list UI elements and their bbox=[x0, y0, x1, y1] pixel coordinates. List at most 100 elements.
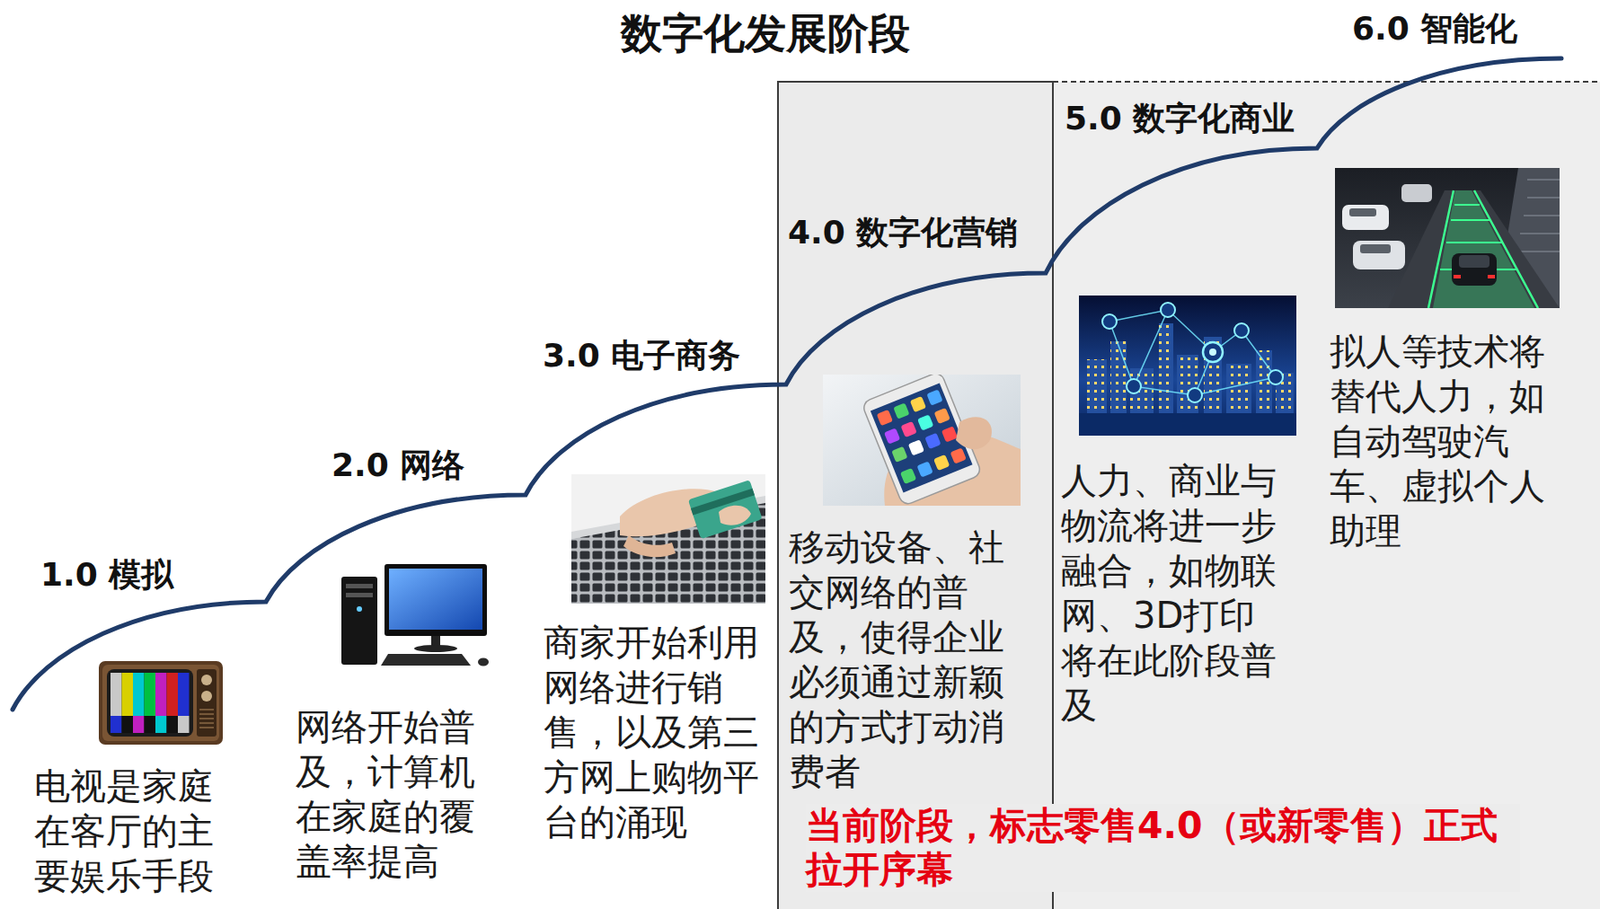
laptop-card-picture bbox=[688, 479, 763, 540]
tv-picture bbox=[110, 716, 123, 734]
smart-city-picture bbox=[1160, 302, 1176, 318]
smartphone-picture bbox=[924, 433, 941, 450]
tv-picture bbox=[155, 716, 168, 734]
stage-description: 人力、商业与物流将进一步融合，如物联网、3D打印将在此阶段普及 bbox=[1060, 458, 1282, 728]
tv-picture bbox=[155, 672, 168, 717]
computer-picture bbox=[414, 645, 458, 653]
smart-city-picture bbox=[1202, 342, 1223, 363]
stage-heading: 5.0 数字化商业 bbox=[1064, 100, 1295, 137]
smart-city-picture bbox=[1110, 341, 1127, 414]
tv-picture bbox=[144, 672, 157, 717]
smart-city-picture bbox=[1126, 379, 1141, 394]
smartphone-picture bbox=[917, 414, 934, 431]
autonomous-car-picture bbox=[1334, 167, 1560, 309]
tv-picture bbox=[98, 661, 223, 745]
smartphone-picture bbox=[955, 416, 992, 450]
autonomous-car-picture bbox=[1453, 274, 1461, 279]
computer-picture bbox=[384, 564, 487, 637]
smart-city-picture bbox=[1158, 323, 1174, 414]
tv-picture bbox=[177, 672, 190, 717]
stage-block: 5.0 数字化商业人力、商业与物流将进一步融合，如物联网、3D打印将在此阶段普及 bbox=[1060, 100, 1295, 728]
smartphone-picture bbox=[926, 388, 943, 406]
smart-city-picture bbox=[1268, 370, 1283, 385]
smart-city-picture bbox=[1078, 413, 1297, 436]
tv-picture bbox=[177, 716, 190, 734]
stage-heading: 2.0 网络 bbox=[331, 447, 465, 484]
smart-city-picture bbox=[1209, 348, 1217, 356]
stage-description: 商家开始利用网络进行销售，以及第三方网上购物平台的涌现 bbox=[543, 619, 765, 845]
smartphone-picture bbox=[950, 447, 967, 464]
autonomous-car-picture bbox=[1387, 190, 1560, 309]
autonomous-car-picture bbox=[1401, 184, 1433, 203]
smartphone-picture bbox=[901, 421, 918, 438]
stage-description: 电视是家庭在客厅的主要娱乐手段 bbox=[34, 763, 220, 899]
tv-picture bbox=[110, 672, 123, 717]
smart-city-picture bbox=[1234, 323, 1249, 338]
computer-picture bbox=[345, 583, 373, 589]
smart-city-picture bbox=[1078, 295, 1297, 436]
smart-city-picture bbox=[1203, 336, 1222, 414]
computer-picture bbox=[380, 654, 471, 666]
smartphone-picture bbox=[933, 454, 950, 471]
smartphone-picture bbox=[822, 374, 1021, 506]
computer-picture bbox=[345, 592, 373, 598]
autonomous-car-picture bbox=[1352, 240, 1406, 270]
smartphone-picture bbox=[883, 427, 901, 444]
stage-heading: 4.0 数字化营销 bbox=[787, 214, 1018, 251]
laptop-card-picture bbox=[571, 474, 766, 604]
stage-heading: 6.0 智能化 bbox=[1352, 10, 1518, 47]
autonomous-car-picture bbox=[1428, 190, 1539, 309]
tv-picture bbox=[132, 672, 145, 717]
smart-city-picture bbox=[1087, 359, 1107, 414]
autonomous-car-picture bbox=[1458, 255, 1490, 268]
smart-city-picture bbox=[1176, 354, 1199, 414]
smartphone-picture bbox=[900, 468, 917, 485]
tv-picture bbox=[122, 716, 134, 734]
laptop-card-picture bbox=[623, 535, 676, 557]
smartphone-picture bbox=[908, 439, 925, 456]
smartphone-picture bbox=[917, 460, 934, 478]
stage-block: 6.0 智能化拟人等技术将替代人力，如自动驾驶汽车、虚拟个人助理 bbox=[1329, 10, 1551, 554]
tv-picture bbox=[98, 661, 223, 745]
stage-description: 拟人等技术将替代人力，如自动驾驶汽车、虚拟个人助理 bbox=[1329, 328, 1551, 554]
autonomous-car-picture bbox=[1342, 204, 1389, 230]
tv-picture bbox=[132, 716, 145, 734]
computer-picture bbox=[341, 576, 378, 665]
stage-heading: 1.0 模拟 bbox=[40, 556, 174, 593]
current-stage-panel bbox=[777, 81, 1053, 909]
laptop-card-picture bbox=[718, 505, 752, 526]
computer-picture bbox=[341, 564, 489, 667]
tv-picture bbox=[167, 716, 179, 734]
smartphone-picture bbox=[910, 396, 927, 413]
tv-picture bbox=[167, 672, 179, 717]
smartphone-picture bbox=[941, 425, 958, 442]
autonomous-car-picture bbox=[1349, 208, 1377, 217]
smart-city-picture bbox=[1102, 314, 1117, 329]
autonomous-car-picture bbox=[1360, 244, 1391, 254]
autonomous-car-picture bbox=[1516, 179, 1560, 252]
autonomous-car-picture bbox=[1334, 167, 1560, 309]
stage-block: 2.0 网络网络开始普及，计算机在家庭的覆盖率提高 bbox=[295, 447, 481, 884]
tv-picture bbox=[106, 669, 194, 737]
stage-description: 移动设备、社交网络的普及，使得企业必须通过新颖的方式打动消费者 bbox=[788, 524, 1010, 795]
smart-city-picture bbox=[1078, 295, 1297, 436]
smartphone-picture bbox=[876, 409, 893, 426]
autonomous-car-picture bbox=[1487, 274, 1495, 279]
tv-picture bbox=[102, 664, 220, 742]
smartphone-picture bbox=[891, 446, 908, 463]
smartphone-picture bbox=[892, 402, 910, 419]
smart-city-picture bbox=[1226, 363, 1252, 414]
tv-picture bbox=[122, 672, 134, 717]
tv-picture bbox=[144, 716, 157, 734]
stage-block: 1.0 模拟电视是家庭在客厅的主要娱乐手段 bbox=[34, 556, 220, 899]
smart-city-picture bbox=[1187, 388, 1203, 403]
stage-description: 网络开始普及，计算机在家庭的覆盖率提高 bbox=[295, 704, 481, 884]
diagram-title: 数字化发展阶段 bbox=[620, 10, 911, 57]
growth-curve bbox=[12, 58, 1562, 710]
computer-picture bbox=[388, 568, 483, 630]
autonomous-car-picture bbox=[1451, 253, 1497, 286]
stage-block: 4.0 数字化营销移动设备、社交网络的普及，使得企业必须通过新颖的方式打动消费者 bbox=[787, 214, 1018, 795]
computer-picture bbox=[356, 606, 363, 612]
